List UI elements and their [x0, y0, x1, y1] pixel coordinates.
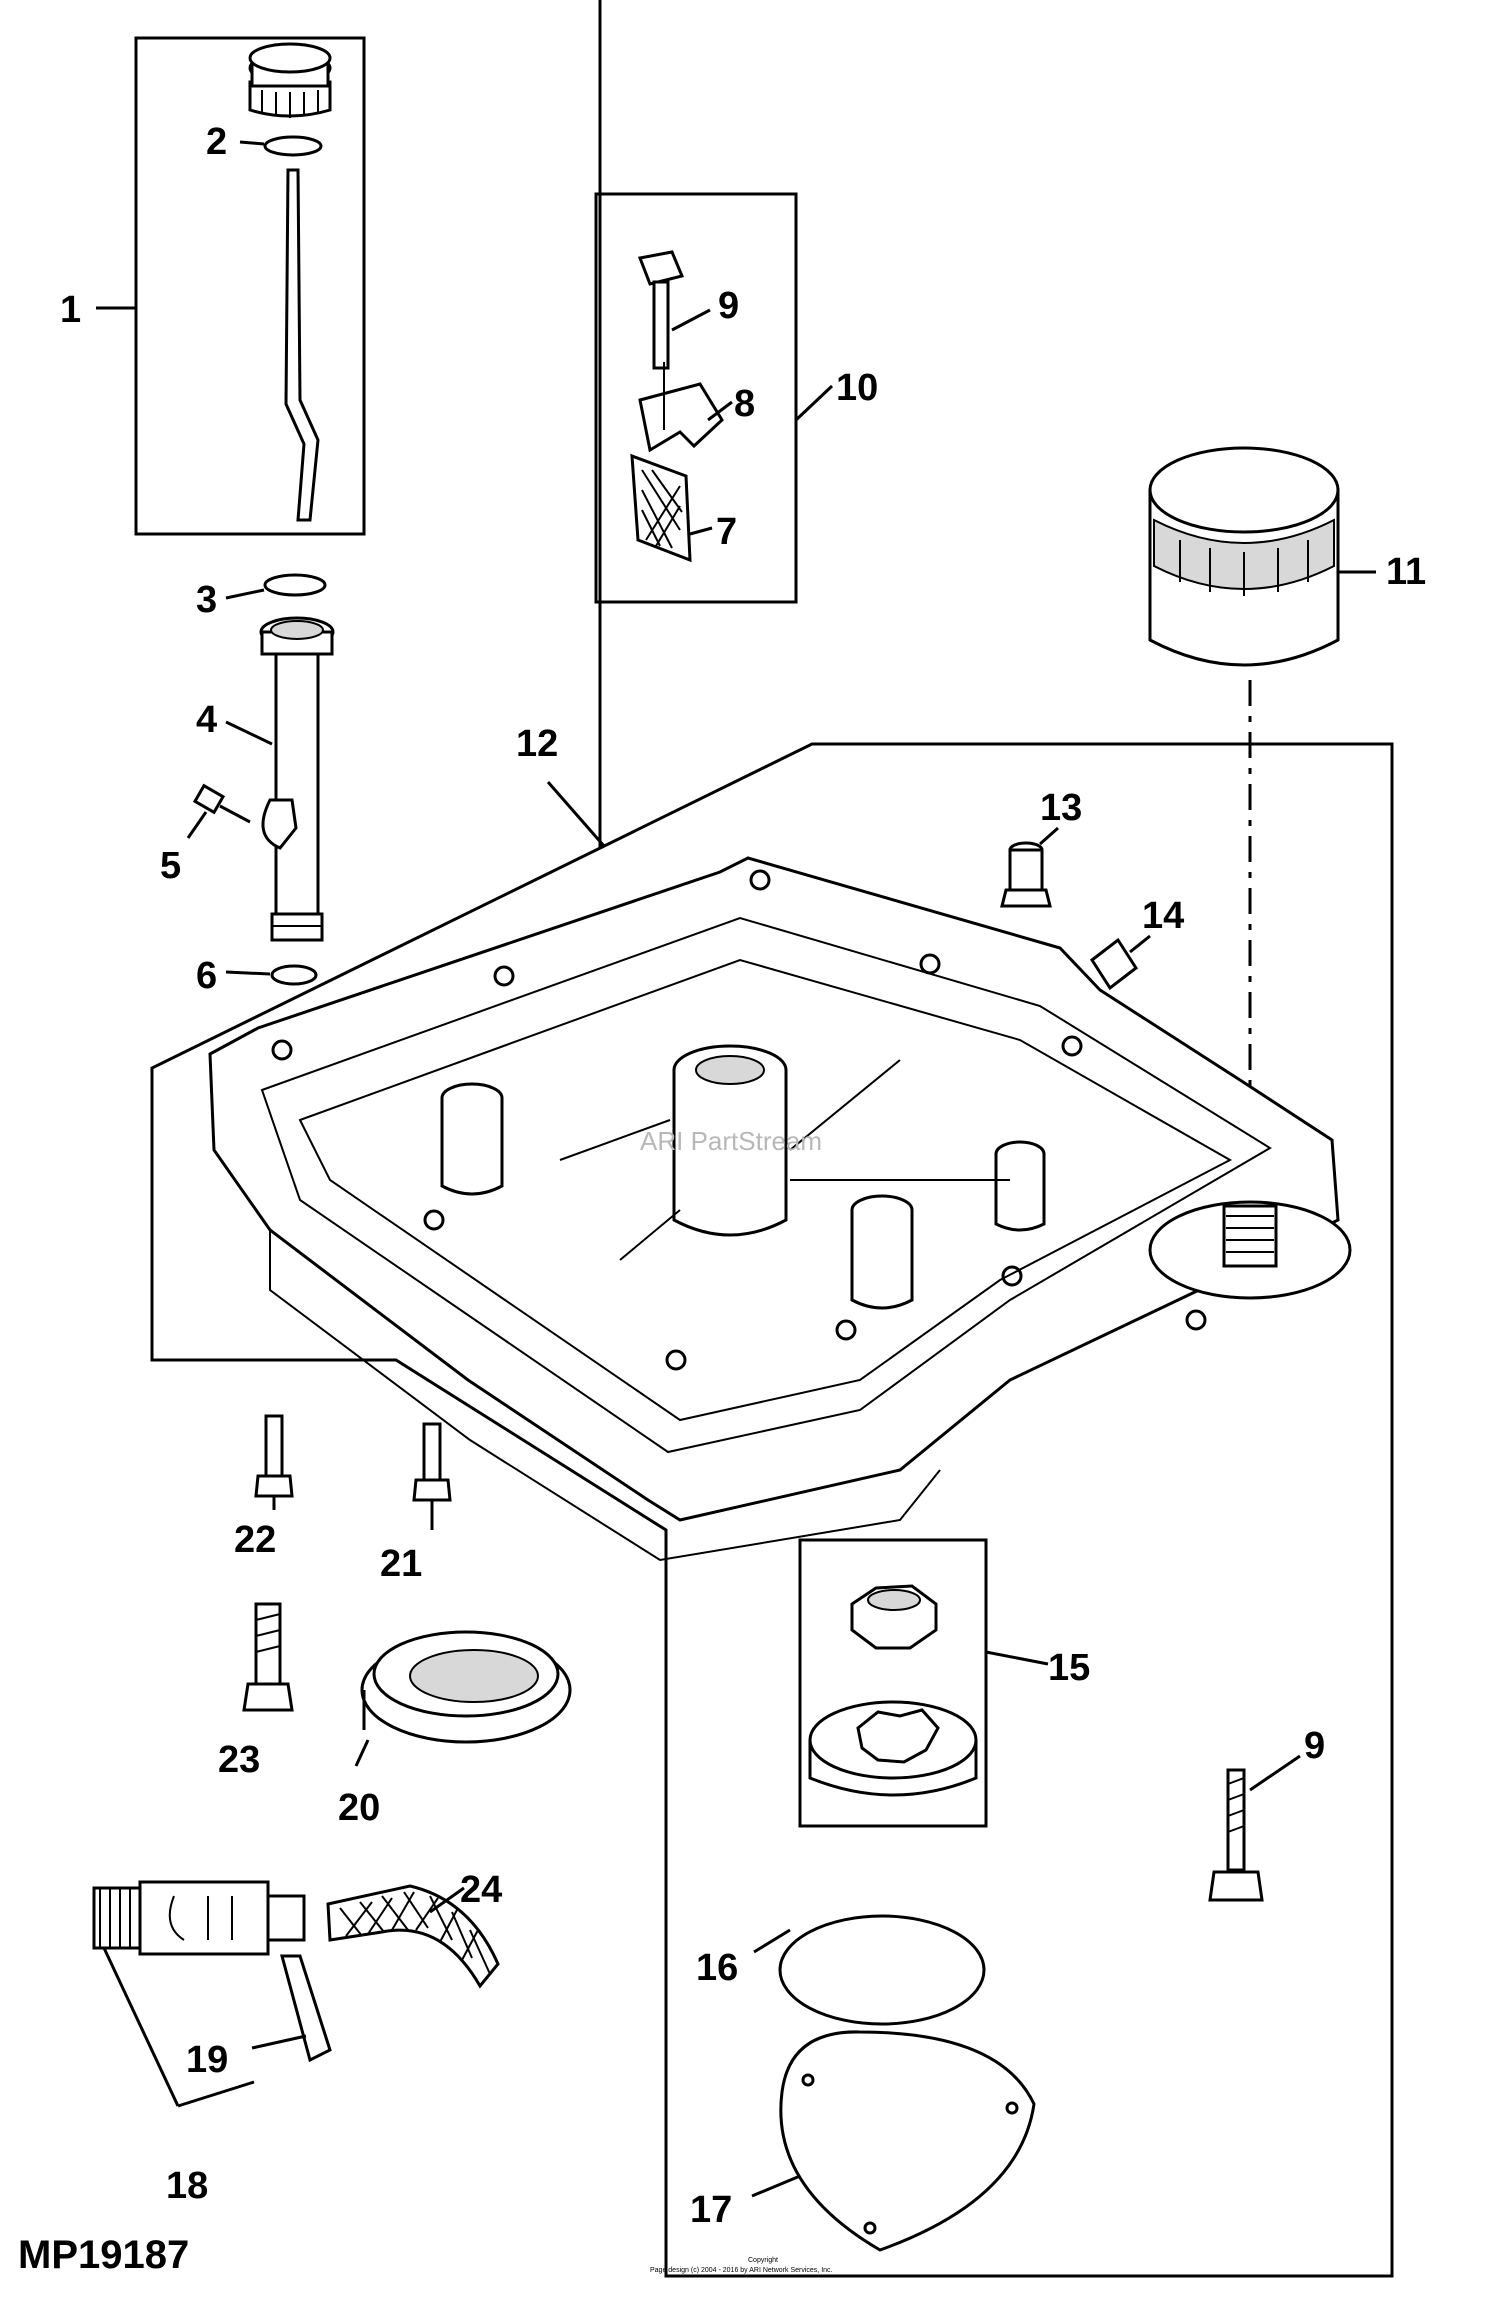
callout-10: 10 [836, 367, 878, 409]
callout-9-top: 9 [718, 285, 739, 327]
dipstick-o-ring-part[interactable] [239, 135, 323, 157]
pan-bolt-21-part[interactable] [412, 1422, 452, 1530]
switch-wire-sleeve-part[interactable] [326, 1884, 500, 1989]
callout-labels: 1 2 3 4 5 6 7 8 9 10 11 12 13 14 15 16 1… [60, 121, 1426, 2231]
pan-bolt-23-part[interactable] [242, 1602, 294, 1712]
callout-14: 14 [1142, 895, 1184, 937]
crankshaft-seal-part[interactable] [354, 1630, 572, 1767]
callout-1: 1 [60, 289, 81, 331]
strainer-screen-part[interactable] [630, 453, 713, 563]
callout-13: 13 [1040, 787, 1082, 829]
dipstick-group-box [96, 36, 366, 536]
callout-15: 15 [1048, 1647, 1090, 1689]
callout-7: 7 [716, 511, 737, 553]
strainer-bolt-part[interactable] [637, 250, 711, 370]
callout-20: 20 [338, 1787, 380, 1829]
tube-screw-part[interactable] [186, 783, 251, 839]
callout-22: 22 [234, 1519, 276, 1561]
callout-23: 23 [218, 1739, 260, 1781]
callout-3: 3 [196, 579, 217, 621]
callout-18: 18 [166, 2165, 208, 2207]
callout-24: 24 [460, 1869, 502, 1911]
callout-21: 21 [380, 1543, 422, 1585]
watermark: ARI PartStream [640, 1126, 822, 1156]
inner-rotor-part[interactable] [850, 1584, 938, 1650]
oil-pan-group-outline [150, 0, 1394, 2278]
switch-terminal-part[interactable] [251, 1954, 332, 2063]
callout-12: 12 [516, 723, 558, 765]
callout-19: 19 [186, 2039, 228, 2081]
oil-pump-rotor-box [798, 1538, 1049, 1828]
callout-16: 16 [696, 1947, 738, 1989]
dipstick-cap-part[interactable] [248, 42, 332, 118]
copyright-line-1: Copyright [748, 2257, 778, 2264]
callout-11: 11 [1386, 551, 1426, 593]
drain-plug-part[interactable] [1000, 826, 1059, 908]
cover-gasket-part[interactable] [753, 1914, 986, 2026]
callout-9-bottom: 9 [1304, 1725, 1325, 1767]
strainer-kit-box [594, 192, 834, 604]
oil-pressure-switch-part[interactable] [92, 1880, 306, 2108]
callout-17: 17 [690, 2189, 732, 2231]
tube-o-ring-bottom-part[interactable] [225, 964, 318, 986]
dipstick-tube-part[interactable] [225, 616, 335, 942]
strainer-bracket-part[interactable] [638, 362, 733, 453]
oil-filter-part[interactable] [1148, 446, 1376, 1210]
callout-6: 6 [196, 955, 217, 997]
pan-bolt-22-part[interactable] [254, 1414, 294, 1510]
tube-o-ring-top-part[interactable] [225, 573, 327, 600]
oil-pump-cover-part[interactable] [751, 2030, 1036, 2252]
callout-2: 2 [206, 121, 227, 163]
copyright-line-2: Page design (c) 2004 - 2016 by ARI Netwo… [650, 2267, 833, 2274]
outer-rotor-part[interactable] [808, 1700, 978, 1797]
oil-pan-part[interactable] [208, 856, 1352, 1562]
cover-bolt-part[interactable] [1208, 1754, 1301, 1902]
callout-5: 5 [160, 845, 181, 887]
pipe-plug-part[interactable] [1089, 934, 1151, 991]
figure-id: MP19187 [18, 2233, 189, 2277]
dipstick-blade-part[interactable] [284, 168, 320, 522]
callout-8: 8 [734, 383, 755, 425]
callout-4: 4 [196, 699, 217, 741]
